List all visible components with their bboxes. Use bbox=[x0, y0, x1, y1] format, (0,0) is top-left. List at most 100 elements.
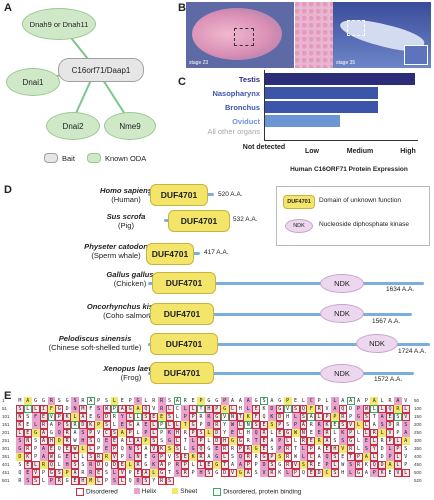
residue: S bbox=[105, 398, 109, 404]
residue: E bbox=[307, 437, 316, 445]
ndk-domain: NDK bbox=[320, 364, 364, 383]
legend-disordered: Disordered bbox=[76, 488, 118, 496]
residue: Q bbox=[105, 462, 109, 468]
protein-line bbox=[148, 282, 424, 285]
residue: R bbox=[231, 446, 235, 452]
residue: K bbox=[364, 462, 368, 468]
residue: L bbox=[23, 405, 32, 413]
category-label: Testis bbox=[238, 75, 260, 84]
residue: E bbox=[110, 437, 119, 445]
residue: E bbox=[275, 429, 284, 437]
residue: T bbox=[252, 437, 261, 445]
residue: P bbox=[160, 430, 164, 436]
residue bbox=[292, 477, 300, 485]
residue: R bbox=[63, 437, 72, 445]
residue: T bbox=[220, 461, 229, 469]
residue: R bbox=[173, 461, 182, 469]
residue: F bbox=[47, 405, 56, 413]
residue bbox=[284, 477, 292, 485]
residue: P bbox=[110, 445, 119, 453]
residue: P bbox=[370, 469, 379, 477]
residue: L bbox=[136, 430, 140, 436]
residue: S bbox=[168, 398, 172, 404]
residue: S bbox=[86, 437, 95, 445]
residue: K bbox=[268, 413, 276, 421]
sequence-row-end: 250 bbox=[414, 430, 422, 435]
residue bbox=[189, 477, 197, 485]
residue: L bbox=[79, 445, 87, 453]
residue: E bbox=[307, 469, 316, 477]
residue: A bbox=[49, 422, 53, 428]
protein-line bbox=[148, 313, 412, 316]
residue: K bbox=[16, 421, 24, 429]
residue bbox=[339, 477, 347, 485]
residue: Q bbox=[47, 461, 56, 469]
residue: Y bbox=[223, 422, 227, 428]
sequence-row-start: 151 bbox=[2, 422, 10, 427]
residue: E bbox=[294, 398, 298, 404]
residue: V bbox=[228, 469, 237, 477]
residue bbox=[394, 477, 402, 485]
residue: R bbox=[18, 478, 22, 484]
residue: L bbox=[236, 429, 245, 437]
residue: K bbox=[63, 413, 72, 421]
residue: S bbox=[394, 413, 402, 421]
residue: A bbox=[86, 397, 95, 405]
residue: S bbox=[338, 437, 347, 445]
residue bbox=[402, 477, 410, 485]
residue: A bbox=[144, 446, 148, 452]
residue: H bbox=[331, 445, 339, 453]
residue: K bbox=[323, 421, 331, 429]
residue: R bbox=[388, 398, 392, 404]
residue: G bbox=[94, 413, 103, 421]
residue: R bbox=[102, 453, 111, 461]
residue: E bbox=[120, 398, 124, 404]
network-legend: Bait Known ODA bbox=[44, 153, 146, 163]
species-label: Physeter catodon(Sperm whale) bbox=[84, 242, 148, 260]
residue: L bbox=[126, 453, 135, 461]
residue: L bbox=[362, 429, 371, 437]
residue: L bbox=[291, 413, 300, 421]
residue bbox=[276, 477, 284, 485]
residue: P bbox=[86, 429, 95, 437]
residue: N bbox=[244, 421, 253, 429]
residue bbox=[300, 477, 308, 485]
residue: R bbox=[112, 414, 116, 420]
residue: A bbox=[357, 398, 361, 404]
residue: P bbox=[268, 453, 276, 461]
residue: P bbox=[331, 413, 339, 421]
residue: L bbox=[134, 413, 142, 421]
residue: L bbox=[315, 413, 324, 421]
residue: L bbox=[386, 445, 394, 453]
residue: R bbox=[157, 477, 166, 485]
residue: T bbox=[372, 414, 376, 420]
species-label: Oncorhynchus kisutch(Coho salmon) bbox=[86, 302, 170, 320]
residue: P bbox=[47, 477, 56, 485]
residue: S bbox=[331, 453, 339, 461]
residue: A bbox=[39, 453, 48, 461]
residue: G bbox=[65, 398, 69, 404]
residue: D bbox=[268, 405, 276, 413]
residue: R bbox=[63, 429, 72, 437]
residue: A bbox=[244, 397, 253, 405]
residue: P bbox=[189, 429, 198, 437]
residue: G bbox=[283, 429, 292, 437]
residue: G bbox=[354, 469, 363, 477]
residue: A bbox=[79, 413, 87, 421]
residue: N bbox=[299, 429, 308, 437]
oda-legend-swatch bbox=[86, 153, 101, 163]
residue: S bbox=[31, 477, 40, 485]
residue: D bbox=[380, 454, 384, 460]
residue: L bbox=[71, 453, 79, 461]
residue: L bbox=[31, 461, 40, 469]
residue: H bbox=[47, 437, 56, 445]
residue: V bbox=[404, 454, 408, 460]
residue: A bbox=[39, 445, 48, 453]
residue bbox=[323, 477, 331, 485]
panel-d-label: D bbox=[4, 184, 12, 196]
sequence-row-start: 101 bbox=[2, 414, 10, 419]
sequence-row-end: 520 bbox=[414, 478, 422, 483]
residue: L bbox=[294, 438, 298, 444]
residue: L bbox=[236, 421, 245, 429]
